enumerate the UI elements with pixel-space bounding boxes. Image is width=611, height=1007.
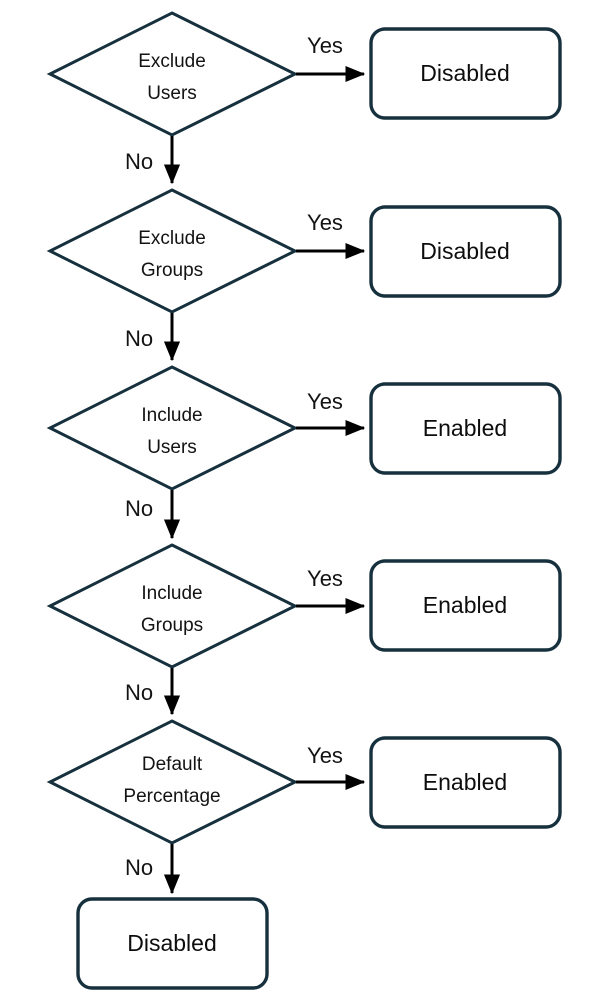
outcome-label: Disabled xyxy=(127,930,217,956)
decision-exclude-groups[interactable]: Exclude Groups xyxy=(46,188,299,314)
edge-include-groups-no: No xyxy=(125,668,181,716)
edge-include-users-yes: Yes xyxy=(296,389,366,437)
edge-label-yes: Yes xyxy=(307,566,343,591)
outcome-label: Enabled xyxy=(423,415,507,441)
edge-label-yes: Yes xyxy=(307,743,343,768)
decision-label-line2: Percentage xyxy=(123,786,220,807)
decision-include-users[interactable]: Include Users xyxy=(46,365,299,491)
edge-include-users-no: No xyxy=(125,490,181,540)
outcome-label: Disabled xyxy=(420,60,510,86)
outcome-box[interactable] xyxy=(369,559,562,652)
edge-include-groups-yes: Yes xyxy=(296,566,366,615)
decision-diamond[interactable] xyxy=(46,11,299,137)
decision-diamond[interactable] xyxy=(46,188,299,314)
decision-label-line1: Exclude xyxy=(138,51,206,72)
edge-default-percentage-no: No xyxy=(125,844,181,895)
outcome-box[interactable] xyxy=(369,27,562,120)
decision-label-line1: Include xyxy=(141,405,202,426)
edge-label-no: No xyxy=(125,855,153,880)
outcome-disabled-1[interactable]: Disabled xyxy=(369,27,562,120)
decision-label-line1: Include xyxy=(141,583,202,604)
outcome-box[interactable] xyxy=(369,382,562,475)
edge-label-yes: Yes xyxy=(307,210,343,235)
decision-label-line1: Exclude xyxy=(138,228,206,249)
edge-default-percentage-yes: Yes xyxy=(296,743,366,791)
outcome-disabled-final[interactable]: Disabled xyxy=(76,897,269,990)
decision-diamond[interactable] xyxy=(46,719,299,845)
outcome-box[interactable] xyxy=(76,897,269,990)
edge-exclude-users-no: No xyxy=(125,136,181,185)
outcome-box[interactable] xyxy=(369,736,562,829)
edge-exclude-groups-yes: Yes xyxy=(296,210,366,260)
edge-label-no: No xyxy=(125,496,153,521)
edge-exclude-groups-no: No xyxy=(125,313,181,362)
decision-default-percentage[interactable]: Default Percentage xyxy=(46,719,299,845)
decision-label-line2: Users xyxy=(147,437,197,458)
edge-label-yes: Yes xyxy=(307,389,343,414)
edge-label-no: No xyxy=(125,680,153,705)
decision-exclude-users[interactable]: Exclude Users xyxy=(46,11,299,137)
decision-label-line2: Groups xyxy=(141,260,203,281)
edge-label-yes: Yes xyxy=(307,33,343,58)
outcome-enabled-1[interactable]: Enabled xyxy=(369,382,562,475)
outcome-enabled-3[interactable]: Enabled xyxy=(369,736,562,829)
edge-label-no: No xyxy=(125,149,153,174)
decision-diamond[interactable] xyxy=(46,365,299,491)
outcome-label: Enabled xyxy=(423,592,507,618)
edge-exclude-users-yes: Yes xyxy=(296,33,366,83)
decision-include-groups[interactable]: Include Groups xyxy=(46,543,299,669)
decision-diamond[interactable] xyxy=(46,543,299,669)
outcome-box[interactable] xyxy=(369,205,562,298)
outcome-label: Enabled xyxy=(423,769,507,795)
outcome-enabled-2[interactable]: Enabled xyxy=(369,559,562,652)
decision-label-line2: Users xyxy=(147,83,197,104)
decision-label-line1: Default xyxy=(142,754,203,775)
decision-label-line2: Groups xyxy=(141,615,203,636)
outcome-label: Disabled xyxy=(420,238,510,264)
edge-label-no: No xyxy=(125,326,153,351)
outcome-disabled-2[interactable]: Disabled xyxy=(369,205,562,298)
